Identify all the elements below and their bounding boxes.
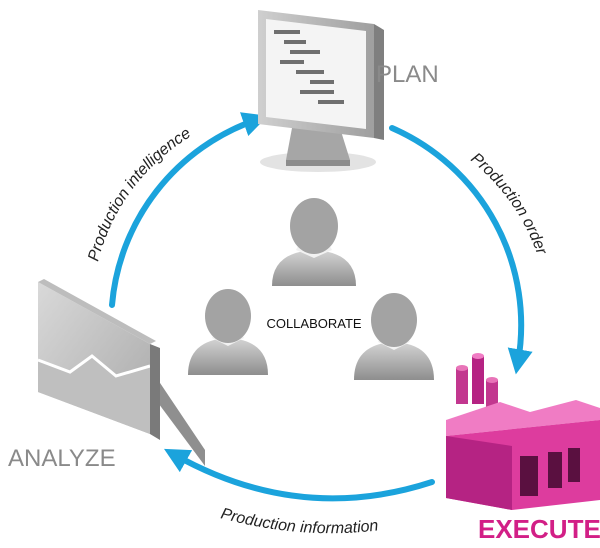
flow-label-production-intelligence: Production intelligence	[85, 125, 193, 263]
monitor-icon	[258, 10, 384, 172]
flow-label-production-information: Production information	[219, 505, 379, 537]
factory-icon	[446, 353, 600, 510]
center-label-collaborate: COLLABORATE	[266, 316, 361, 331]
stage-label-plan: PLAN	[376, 61, 439, 88]
person-icon	[272, 198, 356, 286]
chart-panel-icon	[37, 279, 205, 466]
arrow-execute-to-analyze	[164, 448, 435, 502]
arrow-plan-to-execute	[389, 125, 533, 375]
flow-label-production-order: Production order	[467, 150, 550, 257]
person-icon	[188, 289, 268, 375]
stage-label-analyze: ANALYZE	[8, 445, 116, 472]
arrow-analyze-to-plan	[109, 112, 268, 308]
stage-label-execute: EXECUTE	[478, 514, 600, 544]
cycle-arrows	[109, 112, 533, 502]
person-icon	[354, 293, 434, 380]
